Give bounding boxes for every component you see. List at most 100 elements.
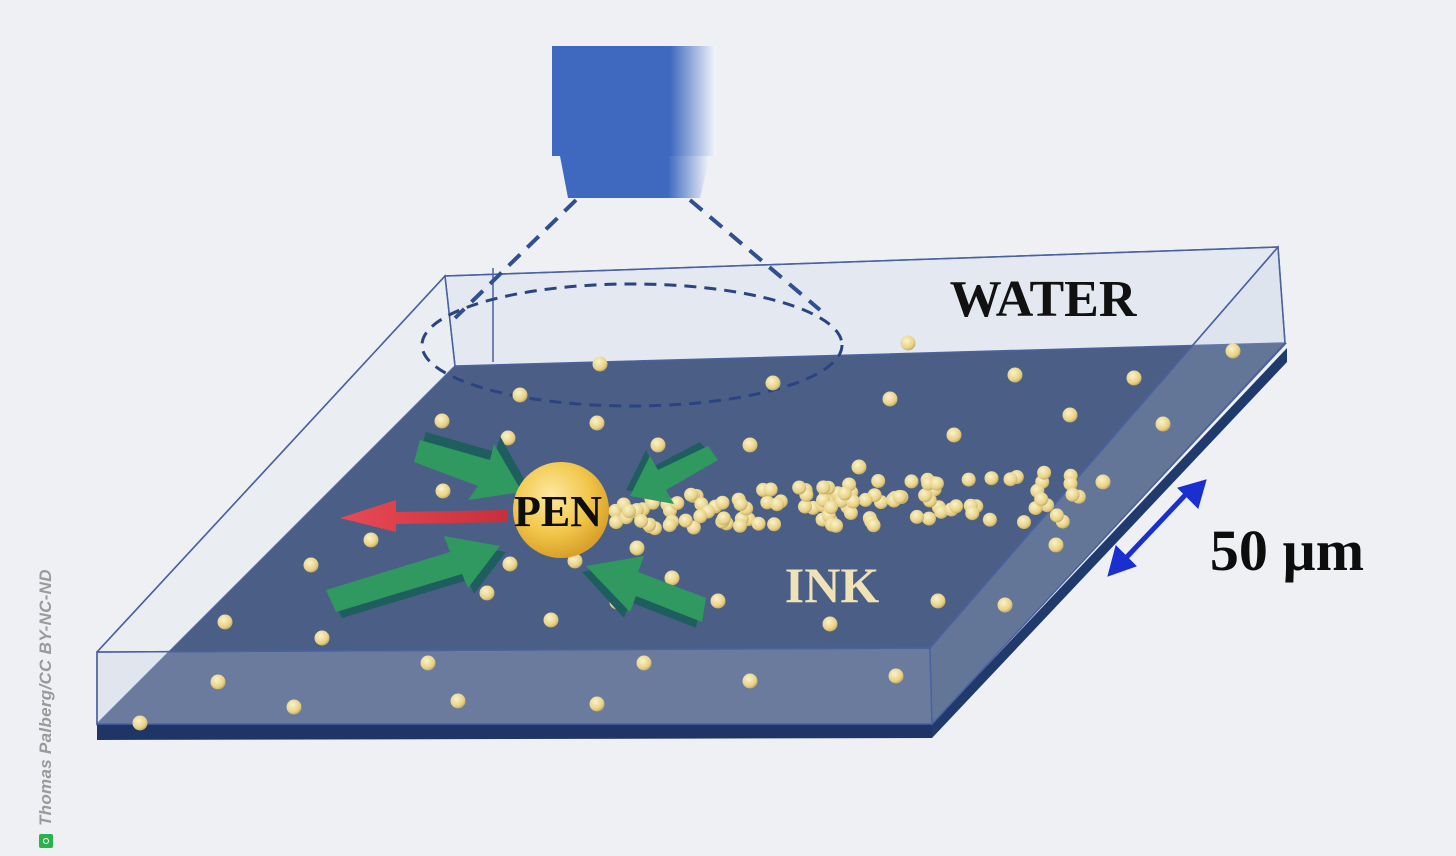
trail-particle [733,497,748,511]
inflow-arrow-upper-left [414,432,528,500]
ink-particle [589,696,605,712]
scale-arrow [1107,479,1207,577]
trail-particle [816,480,831,495]
inflow-arrow-lower-right [582,556,706,628]
trail-particle [693,509,708,524]
trail-particle [982,512,997,527]
trail-particle [922,511,936,526]
trail-particle [684,487,698,502]
ink-layer-base [97,348,1287,740]
ink-particle [512,387,528,403]
trail-particle [733,518,747,533]
trail-particle [1003,472,1018,487]
trail-particle [767,517,782,532]
trail-particle [1049,508,1064,523]
trail-particle [662,518,677,533]
field-of-view-ellipse [420,282,844,408]
trail-particle [1034,492,1049,507]
trail-particle [1017,515,1031,530]
ink-particle [1007,367,1023,383]
trail-particle [829,518,844,533]
ink-particle [502,556,518,572]
ink-particle [997,597,1013,613]
ink-particle [1062,407,1078,423]
trail-particle [965,506,980,521]
pen-sphere [513,462,609,558]
ink-particle [851,459,867,475]
ink-particle [1126,370,1142,386]
trail-particle [770,497,785,512]
ink-particle [589,415,605,431]
ink-particle [210,674,226,690]
trail-particle [904,474,919,489]
ink-particle [435,483,451,499]
ink-particle [629,540,645,556]
ink-particle [543,612,559,628]
trail-particle [892,489,907,504]
trail-particle [634,513,649,528]
ink-particle [132,715,148,731]
trail-particle [909,509,924,524]
trail-particle [929,476,944,491]
ink-label: INK [785,557,880,613]
trail-particle [824,500,838,515]
ink-particles [132,335,1241,731]
trail-particle [984,471,999,486]
ink-particle [314,630,330,646]
ink-particle [286,699,302,715]
ink-particle [742,437,758,453]
trail-particle [858,492,873,507]
ink-particle [742,673,758,689]
motion-arrow [340,500,508,532]
ink-particle [479,585,495,601]
ink-particle [664,570,680,586]
trail-particle [716,511,731,526]
trail-particle [866,518,881,533]
photo-credit: Thomas Palberg/CC BY-NC-ND [36,569,56,848]
trail-particle [843,506,858,520]
ink-particle [434,413,450,429]
inflow-arrows [326,432,718,628]
ink-particle [900,335,916,351]
ink-particle [930,593,946,609]
ink-particle [650,437,666,453]
ink-particle [450,693,466,709]
trail-particle [949,499,964,514]
pen-label: PEN [514,487,602,536]
trail-particle [763,482,778,497]
ink-particle [946,427,962,443]
ink-particle [822,616,838,632]
ink-particle [1225,343,1241,359]
particle-trail [608,465,1086,536]
trail-particle [798,499,812,514]
trail-particle [1037,465,1052,480]
trail-particle [715,495,730,510]
trail-particle [792,480,807,495]
ink-particle [420,655,436,671]
ink-particle [217,614,233,630]
trail-particle [1063,476,1078,491]
inflow-arrow-lower-left [326,536,506,618]
water-label: WATER [950,271,1138,328]
trail-particle [961,472,976,487]
ink-particle [888,668,904,684]
ink-particle [765,375,781,391]
ink-particle [1095,474,1111,490]
ink-particle [592,356,608,372]
inflow-arrow-upper-right [626,442,718,504]
camera-icon [39,834,53,848]
ink-particle [363,532,379,548]
microscope-objective-icon [552,46,716,198]
trail-particle [621,504,636,518]
field-of-view [453,198,822,320]
scale-label: 50 µm [1210,518,1364,583]
ink-particle [710,593,726,609]
trail-particle [1065,487,1080,502]
trail-particle [751,516,766,531]
trail-particle [678,513,693,528]
ink-particle [500,430,516,446]
ink-particle [567,553,583,569]
ink-particle [303,557,319,573]
ink-particle [636,655,652,671]
